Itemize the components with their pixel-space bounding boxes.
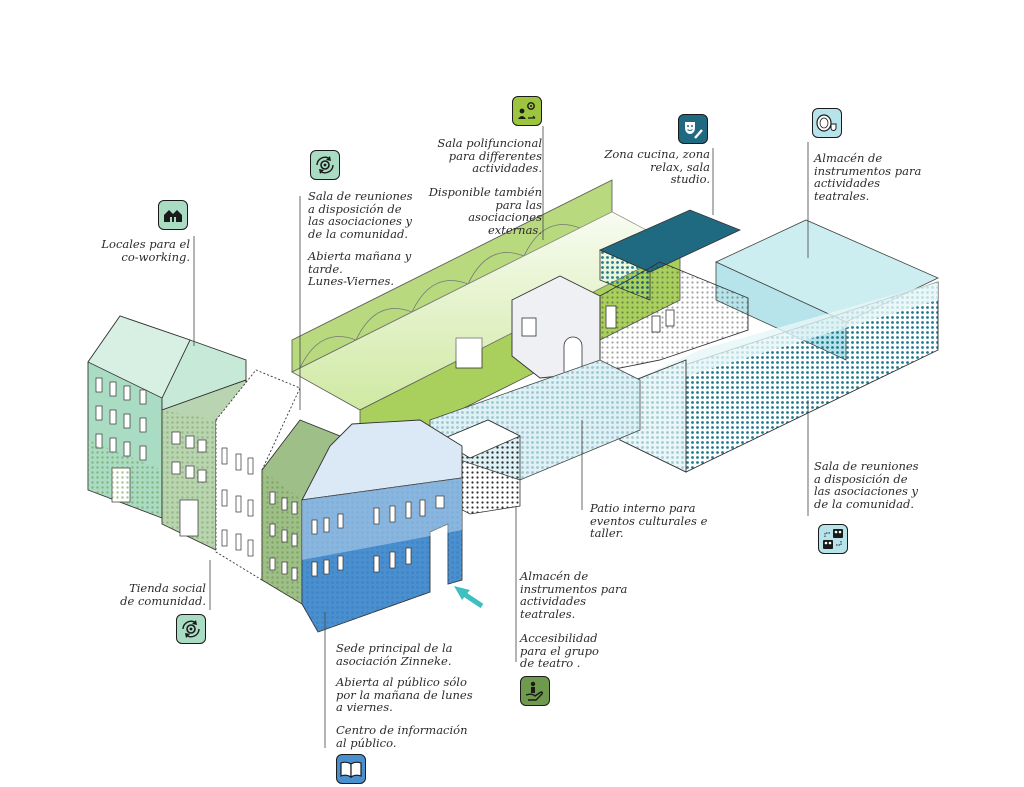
label-meeting-rooms-1: Sala de reuniones a disposición de las a… [308,189,413,241]
label-coworking: Locales para el co-working. [101,237,190,264]
label-polyfunctional-external: Disponible también para las asociaciones… [428,185,542,237]
entrance-arrow [454,586,484,609]
open-book-icon [336,754,366,784]
label-headquarters: Sede principal de la asociación Zinneke. [336,641,453,668]
label-headquarters-hours: Abierta al público sólo por la mañana de… [336,675,473,714]
leader-lines [193,126,809,748]
dotted-outline-house [215,369,301,581]
label-kitchen: Zona cucina, zona relax, sala studio. [604,147,710,186]
cup-and-plate-icon [812,108,842,138]
label-community-shop: Tienda social de comunidad. [120,581,206,608]
community-shop-house [161,379,247,551]
theater-mask-icon [678,114,708,144]
label-meeting-rooms-2: Sala de reuniones a disposición de las a… [814,459,919,511]
coworking-house [87,315,247,519]
label-polyfunctional: Sala polifuncional para differentes acti… [437,136,542,175]
meeting-rooms-east [619,281,939,473]
inner-patio [429,359,641,515]
person-gear-icon [512,96,542,126]
label-theatre-storage-2: Almacén de instrumentos para actividades… [520,569,628,621]
meeting-people-icon [818,524,848,554]
hand-person-icon [520,676,550,706]
label-patio: Patio interno para eventos culturales e … [590,501,708,540]
houses-icon [158,200,188,230]
label-info-center: Centro de información al público. [336,723,468,750]
label-theatre-access: Accesibilidad para el grupo de teatro . [520,631,599,670]
gear-cycle-icon [176,614,206,644]
label-meeting-hours: Abierta mañana y tarde. Lunes-Viernes. [308,249,412,288]
central-hall [511,261,749,379]
gear-cycle-icon [310,150,340,180]
zinneke-headquarters [301,419,463,633]
label-theatre-storage-1: Almacén de instrumentos para actividades… [814,151,922,203]
